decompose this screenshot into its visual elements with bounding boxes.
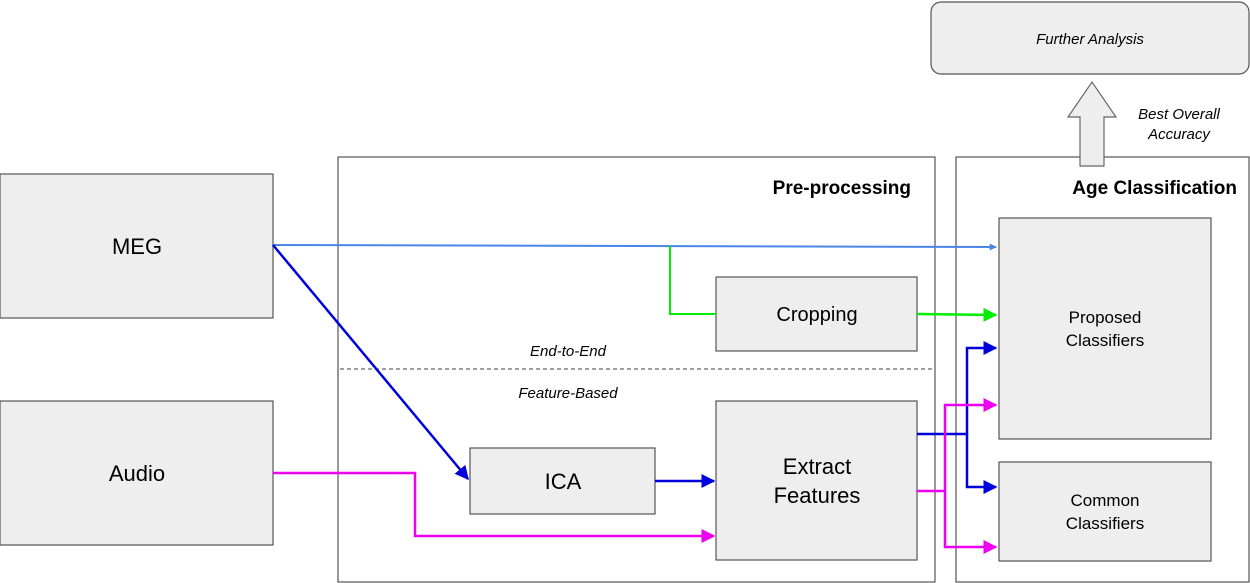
meg-to-proposed-connector — [272, 243, 997, 251]
svg-text:Cropping: Cropping — [776, 304, 857, 326]
extract-features-node: Extract Features — [715, 400, 918, 561]
meg-to-ica-connector — [272, 244, 469, 481]
age-classification-title: Age Classification — [1072, 178, 1237, 199]
svg-text:Proposed: Proposed — [1069, 308, 1142, 327]
features-to-proposed-magenta-connector — [917, 398, 998, 493]
common-classifiers-node: Common Classifiers — [998, 461, 1212, 562]
svg-text:Classifiers: Classifiers — [1066, 514, 1144, 533]
preprocessing-group — [337, 156, 936, 583]
svg-text:Classifiers: Classifiers — [1066, 331, 1144, 350]
svg-text:Further Analysis: Further Analysis — [1036, 31, 1144, 48]
svg-text:ICA: ICA — [545, 469, 582, 494]
preprocessing-title: Pre-processing — [773, 178, 911, 199]
proposed-classifiers-node: Proposed Classifiers — [998, 217, 1212, 440]
meg-node: MEG — [0, 173, 274, 319]
svg-text:MEG: MEG — [112, 234, 162, 259]
features-to-proposed-blue-connector — [917, 341, 998, 436]
svg-text:Common: Common — [1071, 491, 1140, 510]
cropping-to-proposed-connector — [916, 307, 998, 322]
best-accuracy-label-line1: Best Overall — [1138, 106, 1220, 123]
audio-to-features-connector — [273, 471, 716, 543]
best-accuracy-label-line2: Accuracy — [1147, 126, 1211, 143]
features-to-common-magenta-connector — [943, 491, 998, 554]
svg-text:Features: Features — [774, 483, 861, 508]
meg-to-cropping-connector — [669, 246, 716, 315]
cropping-node: Cropping — [715, 276, 918, 352]
best-accuracy-block-arrow — [1066, 80, 1118, 167]
feature-based-label: Feature-Based — [518, 385, 618, 402]
audio-node: Audio — [0, 400, 274, 546]
ica-node: ICA — [469, 447, 656, 515]
svg-text:Audio: Audio — [109, 461, 165, 486]
features-to-common-blue-connector — [965, 434, 998, 494]
further-analysis-node: Further Analysis — [930, 1, 1250, 75]
end-to-end-label: End-to-End — [530, 343, 607, 360]
svg-text:Extract: Extract — [783, 454, 851, 479]
